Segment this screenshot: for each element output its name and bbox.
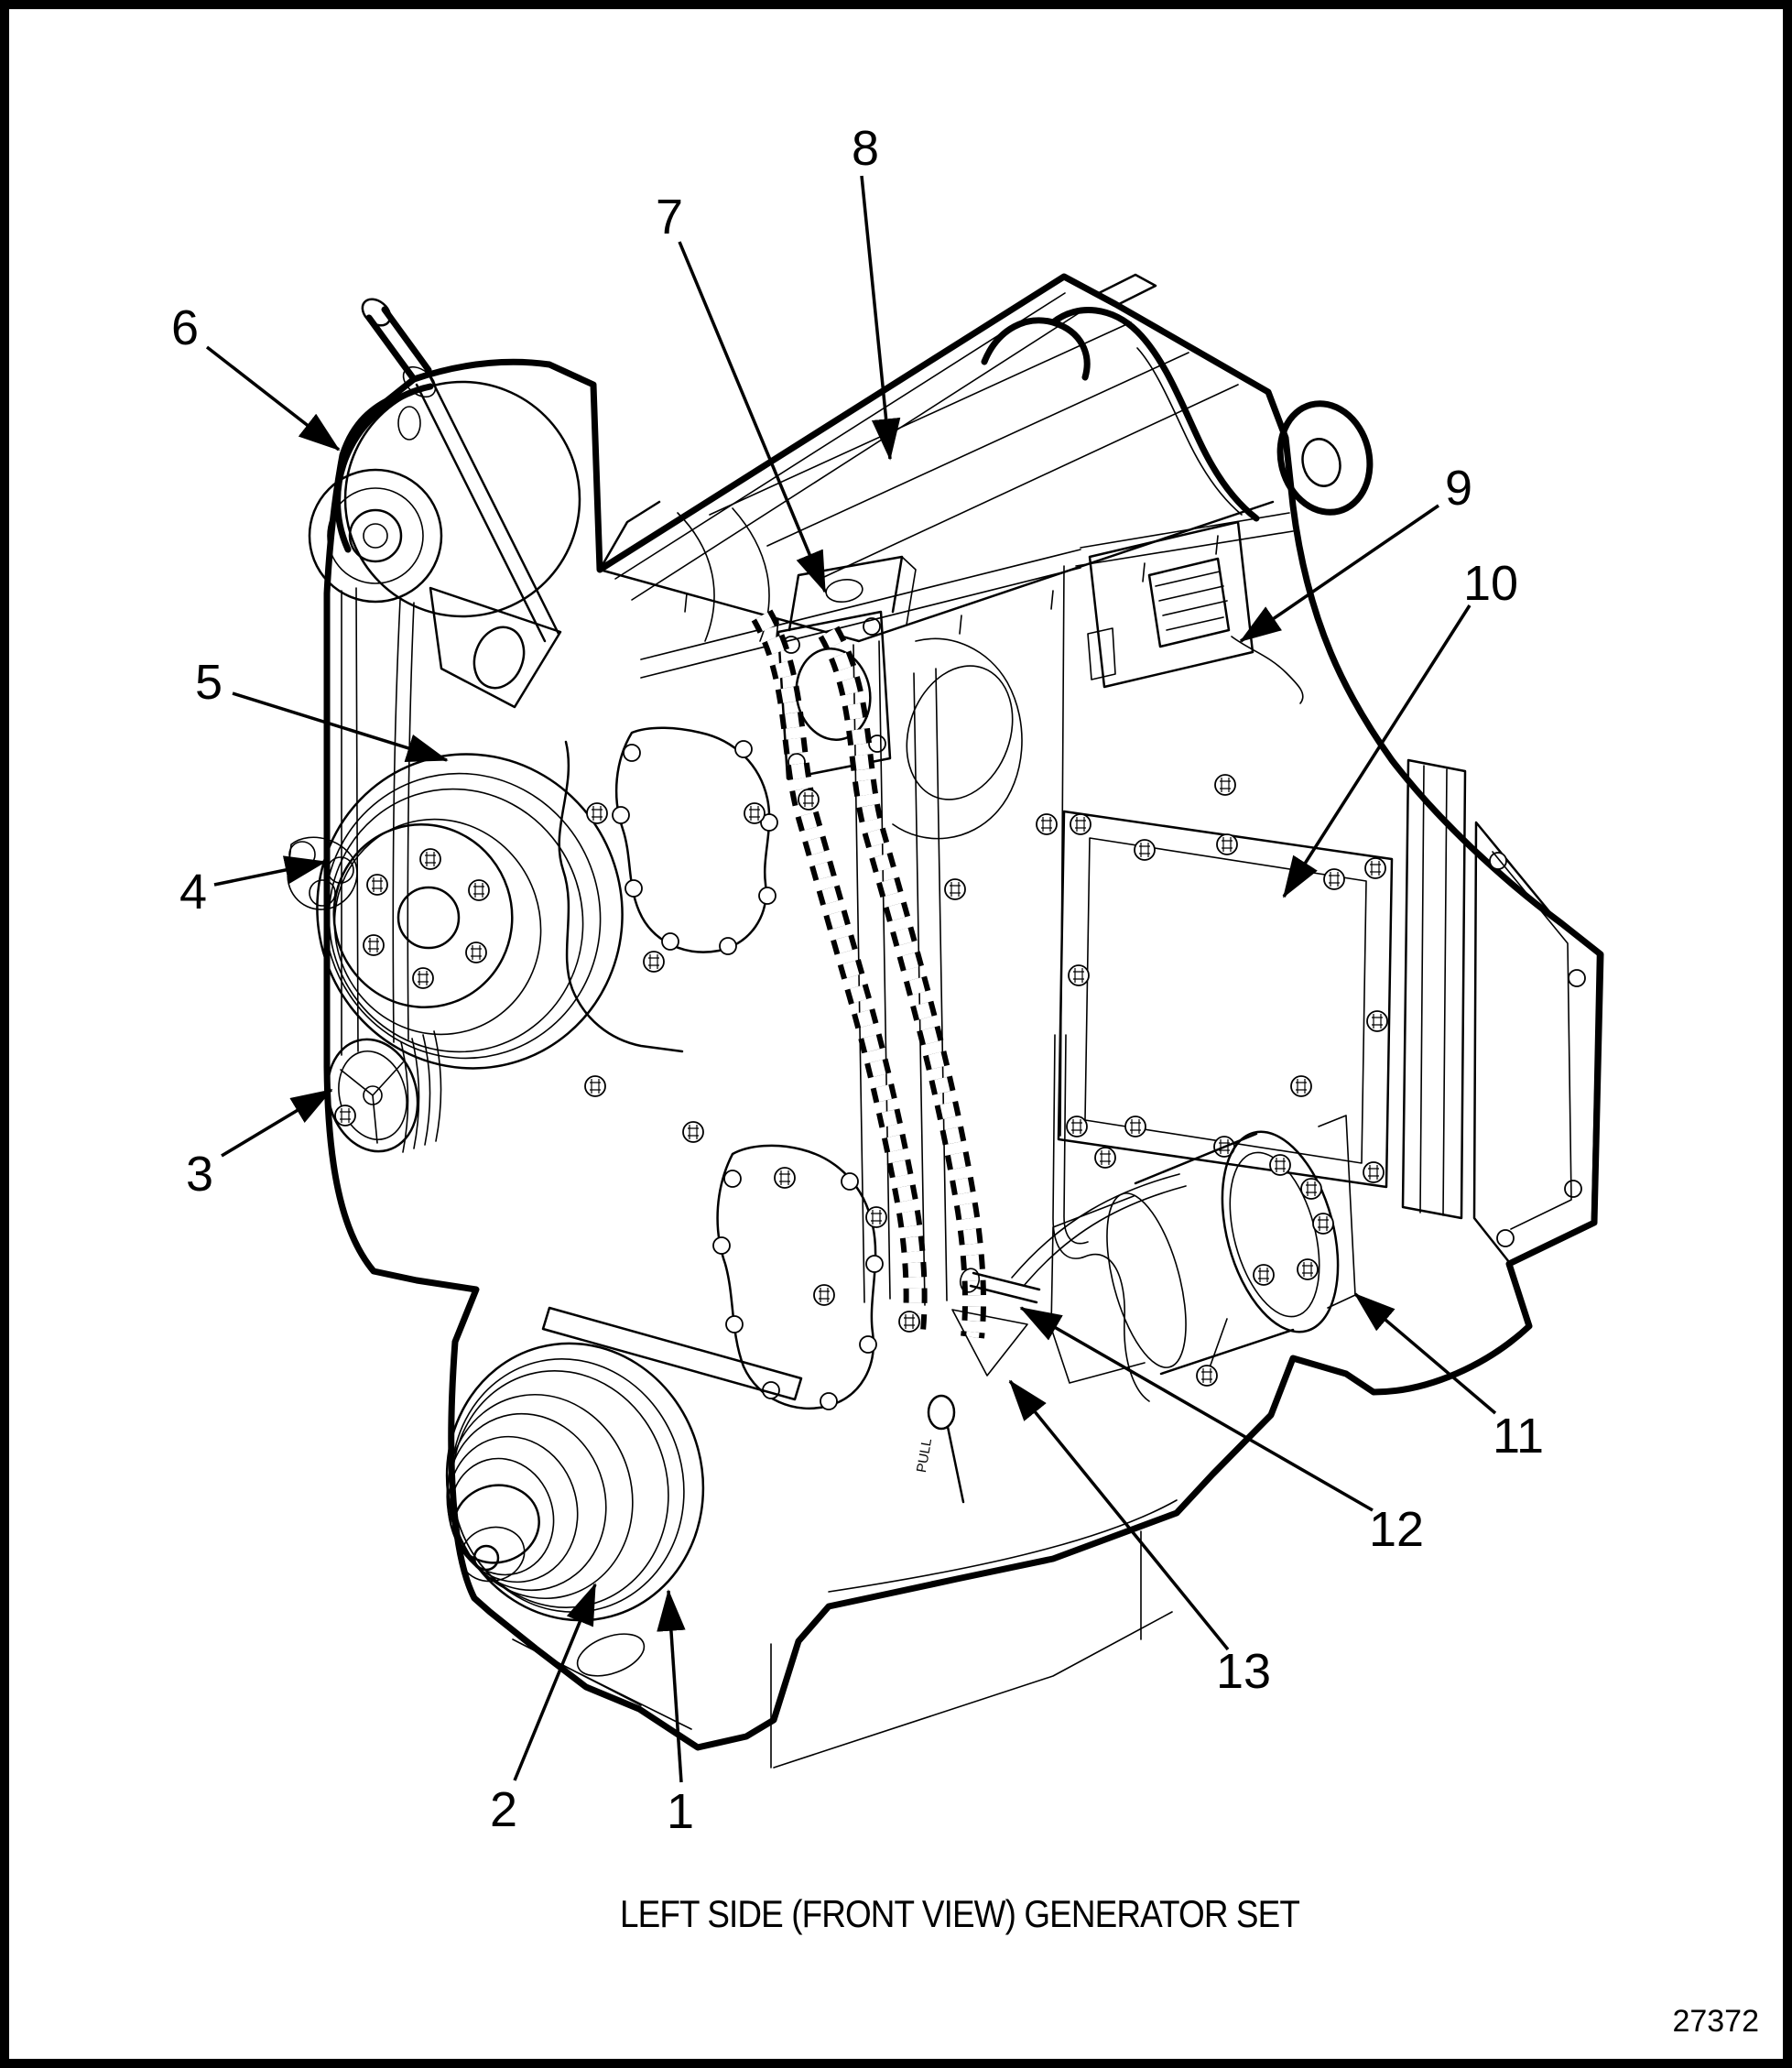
callout-12-arrow [1019, 1306, 1374, 1512]
callout-8-label: 8 [852, 121, 879, 176]
front-plate-gasket-edge [558, 740, 684, 1053]
callout-11-label: 11 [1493, 1409, 1544, 1464]
thermostat-housing [777, 555, 1023, 840]
crankshaft-damper [445, 1306, 803, 1730]
callout-7-label: 7 [656, 190, 683, 245]
callout-6-label: 6 [171, 300, 199, 355]
callout-9-arrow [1239, 504, 1439, 643]
callout-9-label: 9 [1445, 461, 1472, 516]
callout-13-arrow [1008, 1379, 1230, 1651]
timing-cover-gasket-upper [612, 726, 778, 955]
figure-number: 27372 [1672, 2004, 1759, 2039]
rocker-opening [1075, 512, 1304, 704]
callout-3-arrow [221, 1088, 333, 1158]
fan-belt [341, 587, 415, 1056]
fan-drive-assembly [308, 376, 581, 709]
callout-1-arrow [657, 1589, 686, 1783]
callout-6-arrow [205, 345, 341, 452]
figure-caption: LEFT SIDE (FRONT VIEW) GENERATOR SET [620, 1892, 1299, 1935]
starter-motor [1011, 1115, 1356, 1387]
timing-chain [751, 609, 986, 1341]
flywheel-housing [1401, 758, 1600, 1264]
oil-pan [770, 1499, 1178, 1769]
water-pump-gasket-lower [712, 1144, 884, 1410]
callout-1-label: 1 [667, 1784, 694, 1839]
callout-7-arrow [678, 241, 827, 593]
callout-5-label: 5 [195, 655, 223, 710]
engine-drawing: PULL [287, 273, 1604, 1769]
callout-8-arrow [860, 175, 901, 461]
mounting-plate [1057, 810, 1394, 1189]
water-pump-pulley [316, 753, 624, 1070]
callout-12-label: 12 [1369, 1502, 1424, 1557]
callout-2-label: 2 [490, 1782, 517, 1837]
fuel-lines: PULL [914, 1034, 1150, 1504]
callout-10-arrow [1282, 604, 1472, 898]
lifting-eye [1276, 400, 1374, 516]
callout-2-arrow [513, 1583, 597, 1781]
callout-5-arrow [232, 691, 449, 763]
callout-3-label: 3 [186, 1147, 213, 1202]
callout-11-arrow [1353, 1292, 1497, 1415]
callout-10-label: 10 [1463, 556, 1518, 611]
callout-4-label: 4 [179, 865, 207, 920]
callout-13-label: 13 [1216, 1644, 1271, 1699]
callout-4-arrow [213, 855, 327, 887]
pull-tag-label: PULL [914, 1437, 935, 1474]
breather-hose [981, 307, 1260, 522]
